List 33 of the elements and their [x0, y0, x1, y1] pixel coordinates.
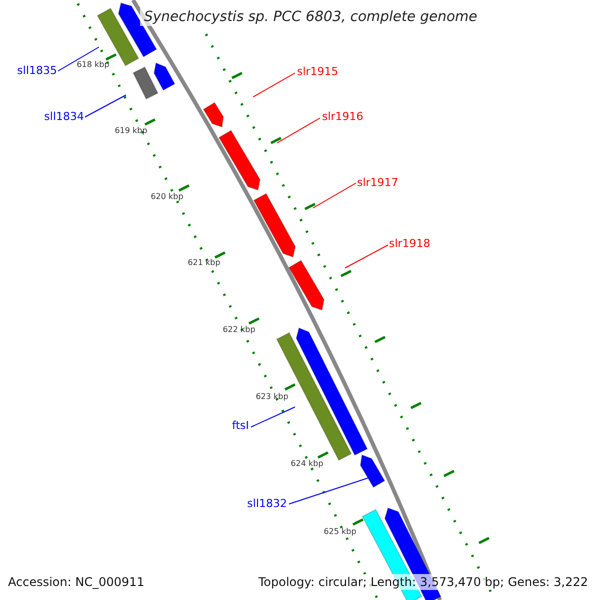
- gene-label: slr1918: [389, 236, 430, 252]
- gene-label: slr1916: [322, 109, 364, 125]
- leader-line: [312, 182, 356, 208]
- accession-text: Accession: NC_000911: [8, 574, 144, 590]
- gene-label: sll1834: [44, 109, 84, 125]
- gene-block: [218, 130, 260, 191]
- gene-label: slr1915: [297, 64, 338, 80]
- gene-block: [253, 192, 296, 258]
- leader-line: [344, 244, 388, 268]
- position-label: 620 kbp: [150, 192, 184, 202]
- gene-block: [360, 454, 386, 488]
- gene-label: slr1917: [357, 175, 398, 191]
- leader-line: [84, 94, 126, 118]
- leader-line: [252, 72, 296, 98]
- gene-block: [202, 102, 224, 128]
- gene-block: [154, 62, 176, 91]
- position-label: 621 kbp: [188, 258, 220, 268]
- position-label: 624 kbp: [290, 459, 324, 469]
- gene-block: [296, 327, 368, 456]
- gene-label: sll1835: [17, 63, 57, 79]
- gene-block: [276, 332, 352, 461]
- gene-label: sll1832: [247, 496, 287, 512]
- leader-line: [288, 478, 368, 504]
- leader-line: [250, 406, 296, 428]
- position-label: 622 kbp: [222, 325, 256, 335]
- gene-label: ftsI: [232, 418, 249, 434]
- gene-block: [288, 260, 325, 311]
- position-label: 619 kbp: [114, 126, 148, 136]
- position-label: 618 kbp: [76, 60, 110, 70]
- leader-line: [58, 46, 100, 72]
- position-label: 623 kbp: [256, 392, 288, 402]
- gene-block: [132, 66, 158, 100]
- leader-line: [276, 118, 320, 144]
